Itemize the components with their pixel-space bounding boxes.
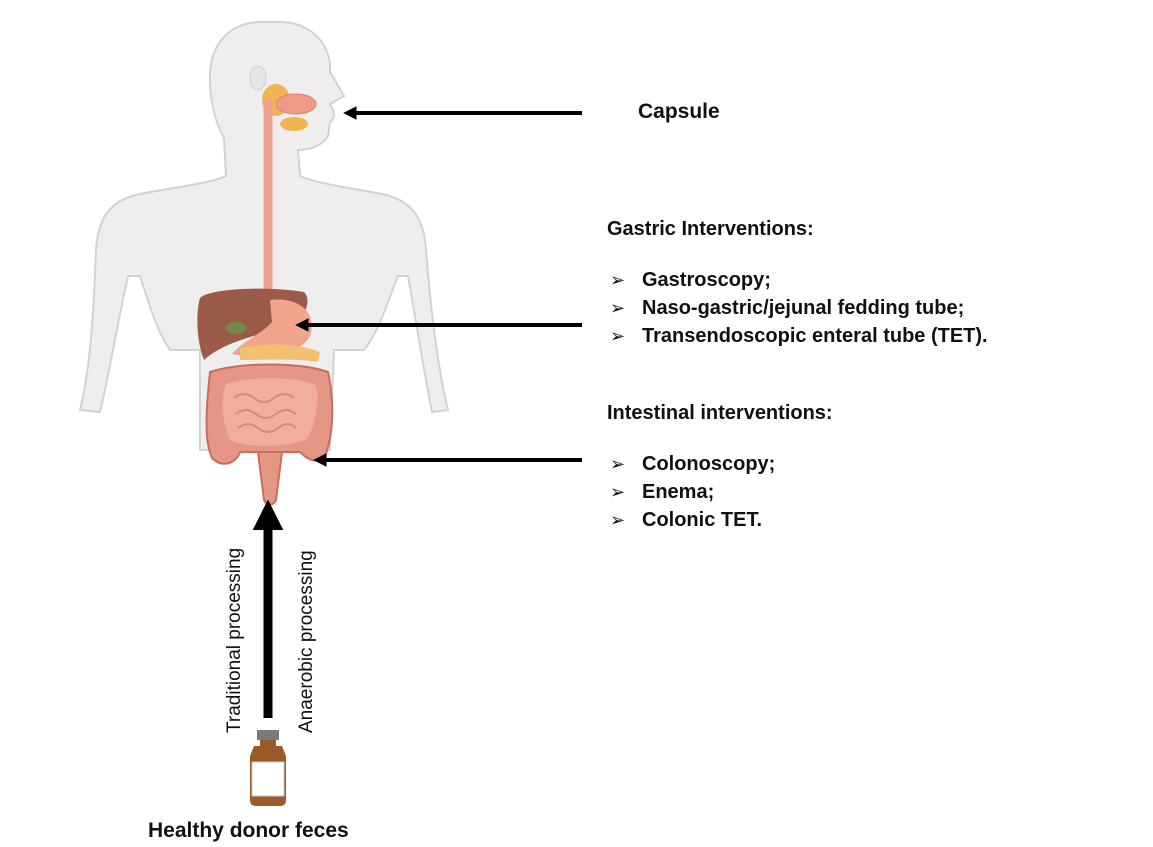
gastric-interventions-heading: Gastric Interventions: xyxy=(607,218,814,241)
list-item: ➢Enema; xyxy=(610,478,775,506)
list-item: ➢Naso-gastric/jejunal fedding tube; xyxy=(610,294,988,322)
bullet-arrow-icon: ➢ xyxy=(610,478,642,506)
gastric-interventions-list: ➢Gastroscopy; ➢Naso-gastric/jejunal fedd… xyxy=(610,266,988,350)
list-item: ➢Gastroscopy; xyxy=(610,266,988,294)
human-body-illustration xyxy=(80,22,448,505)
traditional-processing-label: Traditional processing xyxy=(224,548,246,733)
healthy-donor-feces-label: Healthy donor feces xyxy=(148,819,349,843)
rectum xyxy=(258,452,282,505)
intestinal-interventions-list: ➢Colonoscopy; ➢Enema; ➢Colonic TET. xyxy=(610,450,775,534)
bullet-arrow-icon: ➢ xyxy=(610,506,642,534)
capsule-label: Capsule xyxy=(638,100,720,124)
list-item: ➢Transendoscopic enteral tube (TET). xyxy=(610,322,988,350)
list-item: ➢Colonic TET. xyxy=(610,506,775,534)
small-intestine xyxy=(223,378,318,446)
vial-icon xyxy=(250,730,286,806)
ear xyxy=(250,66,266,90)
anaerobic-processing-label: Anaerobic processing xyxy=(296,550,318,733)
oral-cavity xyxy=(276,94,316,114)
bullet-arrow-icon: ➢ xyxy=(610,450,642,478)
gallbladder xyxy=(226,322,246,334)
list-item: ➢Colonoscopy; xyxy=(610,450,775,478)
bullet-arrow-icon: ➢ xyxy=(610,322,642,350)
bullet-arrow-icon: ➢ xyxy=(610,294,642,322)
salivary-gland-lower xyxy=(280,117,308,131)
bullet-arrow-icon: ➢ xyxy=(610,266,642,294)
intestinal-interventions-heading: Intestinal interventions: xyxy=(607,402,833,425)
